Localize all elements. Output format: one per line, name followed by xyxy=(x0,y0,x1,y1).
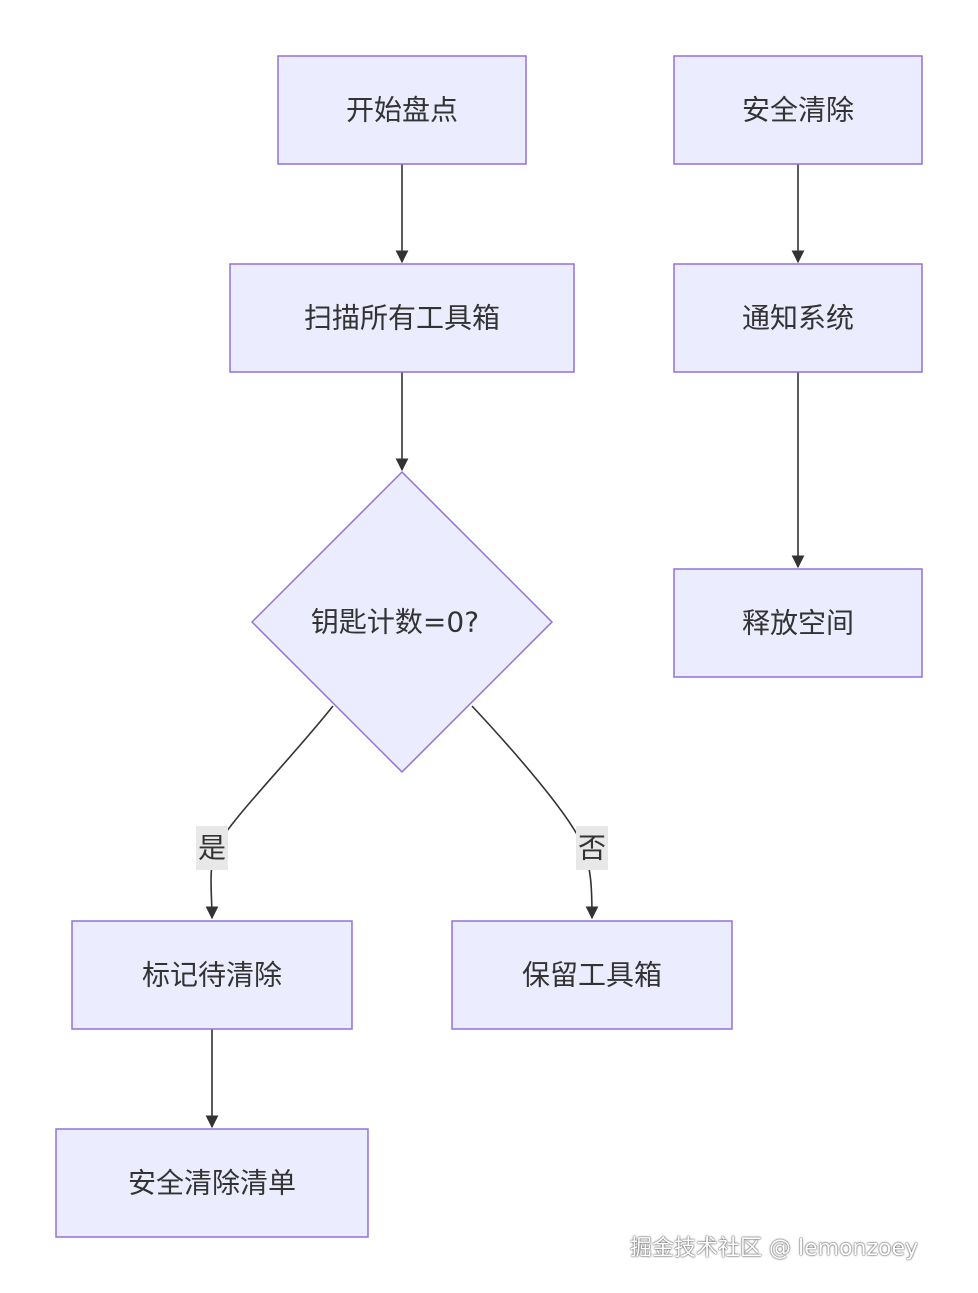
node-start: 开始盘点 xyxy=(277,55,527,165)
node-keep-label: 保留工具箱 xyxy=(522,959,662,992)
node-keep: 保留工具箱 xyxy=(451,920,733,1030)
node-start-label: 开始盘点 xyxy=(346,94,458,127)
node-release-label: 释放空间 xyxy=(742,607,854,640)
node-decision: 钥匙计数=0? xyxy=(250,470,554,774)
node-clear-list-label: 安全清除清单 xyxy=(128,1167,296,1200)
edge-label-no-text: 否 xyxy=(578,832,606,865)
node-clear-list: 安全清除清单 xyxy=(55,1128,369,1238)
node-scan: 扫描所有工具箱 xyxy=(229,263,575,373)
node-scan-label: 扫描所有工具箱 xyxy=(304,302,500,335)
edge-decision-to-keep xyxy=(471,705,599,920)
node-release: 释放空间 xyxy=(673,568,923,678)
node-mark-label: 标记待清除 xyxy=(142,959,282,992)
edge-label-yes: 是 xyxy=(196,826,228,870)
edge-decision-to-mark xyxy=(205,705,334,920)
node-notify: 通知系统 xyxy=(673,263,923,373)
watermark: 掘金技术社区 @ lemonzoey xyxy=(630,1236,919,1261)
node-mark: 标记待清除 xyxy=(71,920,353,1030)
edge-label-yes-text: 是 xyxy=(198,832,226,865)
node-decision-label: 钥匙计数=0? xyxy=(311,606,479,639)
edge-label-no: 否 xyxy=(576,826,608,870)
node-safe-clear: 安全清除 xyxy=(673,55,923,165)
node-notify-label: 通知系统 xyxy=(742,302,854,335)
node-safe-clear-label: 安全清除 xyxy=(742,94,854,127)
